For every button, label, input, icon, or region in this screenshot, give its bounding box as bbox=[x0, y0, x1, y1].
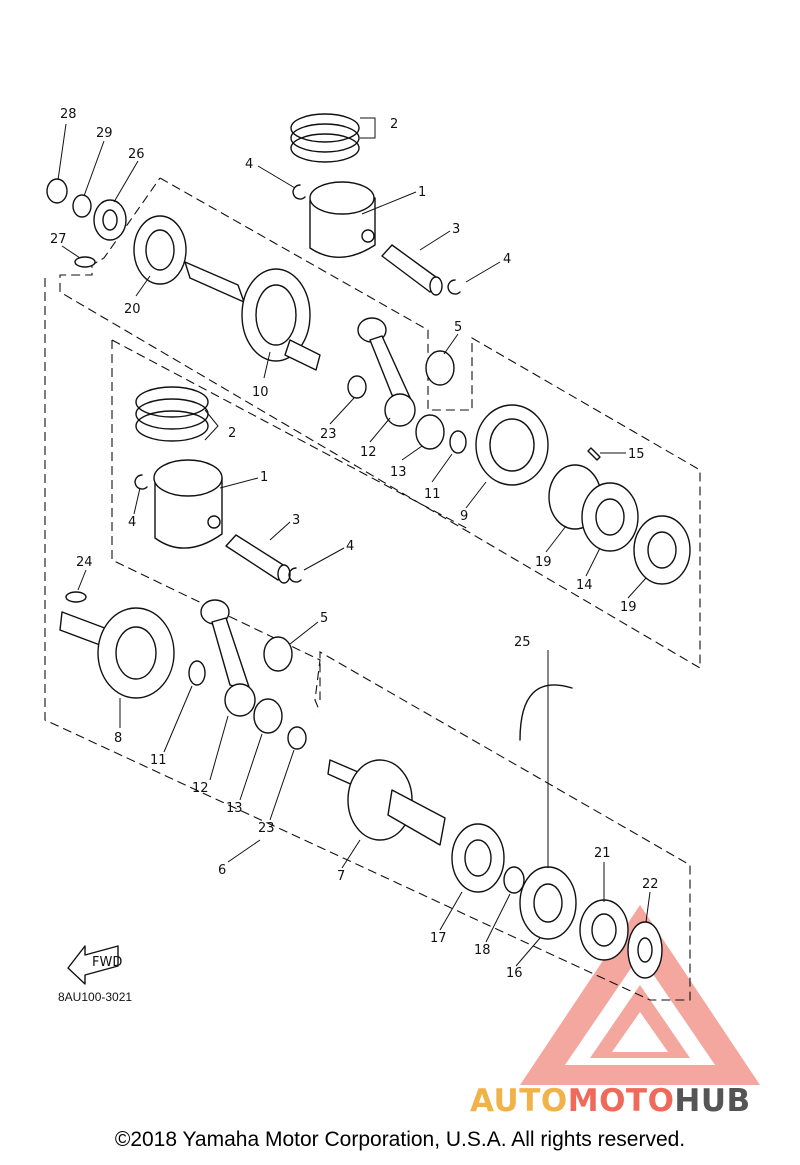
callout-13-b: 13 bbox=[226, 801, 243, 816]
callout-15: 15 bbox=[628, 447, 645, 462]
callout-22: 22 bbox=[642, 877, 659, 892]
watermark-hub: HUB bbox=[674, 1083, 751, 1119]
callout-17: 17 bbox=[430, 931, 447, 946]
callout-25: 25 bbox=[514, 635, 531, 650]
part-needle-bearing-upper bbox=[415, 350, 455, 450]
callout-19-b: 19 bbox=[620, 600, 637, 615]
part-piston-lower bbox=[153, 459, 223, 549]
part-dowel-15 bbox=[587, 447, 601, 461]
watermark-logo-text: AUTOMOTOHUB bbox=[470, 1083, 751, 1119]
part-key-27 bbox=[74, 256, 96, 268]
part-piston-pin-lower bbox=[225, 534, 291, 584]
callout-8: 8 bbox=[114, 731, 122, 746]
callout-21: 21 bbox=[594, 846, 611, 861]
watermark-moto: MOTO bbox=[567, 1083, 675, 1119]
part-piston-pin-upper bbox=[381, 244, 443, 296]
callout-4-b: 4 bbox=[503, 252, 511, 267]
callout-23-b: 23 bbox=[258, 821, 275, 836]
callout-labels: 28 29 26 27 20 2 1 4 3 4 5 10 23 12 13 1… bbox=[50, 107, 659, 981]
part-seal-21 bbox=[579, 899, 629, 961]
callout-27: 27 bbox=[50, 232, 67, 247]
leader-lines bbox=[57, 117, 651, 967]
part-conrod-upper bbox=[357, 317, 416, 427]
callout-5: 5 bbox=[454, 320, 462, 335]
part-crankshaft-upper bbox=[184, 261, 321, 371]
fwd-label: FWD bbox=[92, 955, 122, 970]
callout-1: 1 bbox=[418, 185, 426, 200]
part-washer-29 bbox=[72, 194, 92, 218]
part-bearing-17 bbox=[451, 823, 505, 893]
callout-18: 18 bbox=[474, 943, 491, 958]
callout-10: 10 bbox=[252, 385, 269, 400]
callout-11-b: 11 bbox=[150, 753, 167, 768]
part-bearing-20 bbox=[133, 215, 187, 285]
part-washer-11-lower bbox=[188, 660, 206, 686]
part-washer-11-upper bbox=[449, 430, 467, 454]
callout-2: 2 bbox=[390, 117, 398, 132]
part-crank-web-9 bbox=[475, 404, 549, 486]
part-washer-23-upper bbox=[347, 375, 367, 399]
diagram-code: 8AU100-3021 bbox=[58, 990, 133, 1004]
callout-29: 29 bbox=[96, 126, 113, 141]
callout-24: 24 bbox=[76, 555, 93, 570]
callout-20: 20 bbox=[124, 302, 141, 317]
callout-4-d: 4 bbox=[346, 539, 354, 554]
part-crank-web-8 bbox=[59, 607, 175, 699]
part-bearing-16 bbox=[519, 866, 577, 940]
part-clip-lower bbox=[134, 474, 302, 583]
part-piston-rings-upper bbox=[290, 113, 360, 163]
callout-13: 13 bbox=[390, 465, 407, 480]
callout-12-b: 12 bbox=[192, 781, 209, 796]
part-conrod-lower bbox=[200, 599, 256, 717]
callout-3: 3 bbox=[452, 222, 460, 237]
callout-7: 7 bbox=[337, 869, 345, 884]
callout-4: 4 bbox=[245, 157, 253, 172]
part-crankshaft-7 bbox=[327, 759, 446, 846]
part-circlip-25 bbox=[519, 684, 573, 741]
callout-3-b: 3 bbox=[292, 513, 300, 528]
callout-9: 9 bbox=[460, 509, 468, 524]
watermark-auto: AUTO bbox=[470, 1083, 568, 1119]
callout-28: 28 bbox=[60, 107, 77, 122]
callout-19: 19 bbox=[535, 555, 552, 570]
callout-16: 16 bbox=[506, 966, 523, 981]
part-key-24 bbox=[65, 591, 87, 603]
part-piston-upper bbox=[309, 181, 376, 258]
callout-4-c: 4 bbox=[128, 515, 136, 530]
part-piston-rings-lower bbox=[135, 386, 209, 442]
part-needle-bearing-lower bbox=[253, 636, 293, 734]
callout-5-b: 5 bbox=[320, 611, 328, 626]
part-seal-26 bbox=[93, 199, 127, 241]
part-nut-28 bbox=[46, 178, 68, 204]
part-clip-upper bbox=[292, 184, 461, 295]
part-gear-22 bbox=[627, 921, 663, 979]
part-washer-23-lower bbox=[287, 726, 307, 750]
callout-1-b: 1 bbox=[260, 470, 268, 485]
part-bearings-14-19 bbox=[548, 464, 691, 585]
callout-12: 12 bbox=[360, 445, 377, 460]
part-washer-18 bbox=[503, 866, 525, 894]
assembly-outline-lower bbox=[44, 278, 691, 1001]
callout-14: 14 bbox=[576, 578, 593, 593]
callout-6: 6 bbox=[218, 863, 226, 878]
callout-11: 11 bbox=[424, 487, 441, 502]
callout-26: 26 bbox=[128, 147, 145, 162]
copyright-notice: ©2018 Yamaha Motor Corporation, U.S.A. A… bbox=[114, 1128, 686, 1151]
fwd-arrow-icon: FWD bbox=[67, 945, 122, 985]
callout-2-b: 2 bbox=[228, 426, 236, 441]
callout-23: 23 bbox=[320, 427, 337, 442]
